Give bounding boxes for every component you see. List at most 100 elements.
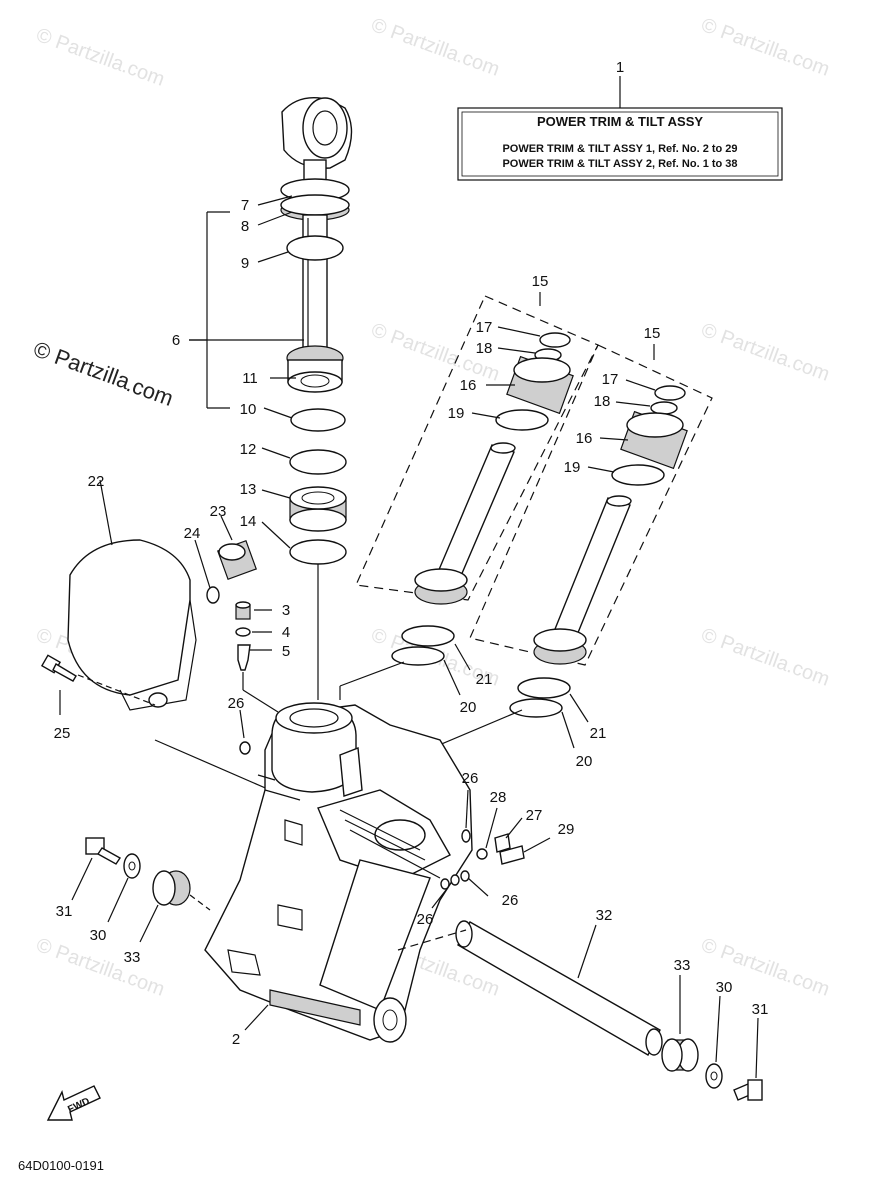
callout-20: 20 — [576, 753, 593, 770]
watermark: © Partzilla.com — [33, 24, 167, 91]
callout-leaders-small — [194, 515, 279, 739]
callout-26: 26 — [502, 892, 519, 909]
assembly-ref-line-1: POWER TRIM & TILT ASSY 1, Ref. No. 2 to … — [502, 143, 737, 155]
tilt-ram-part-6 — [280, 97, 353, 393]
o-ring-14 — [289, 539, 347, 565]
callout-19: 19 — [564, 459, 581, 476]
callout-bracket-7-11 — [189, 195, 304, 549]
o-ring-26 — [460, 870, 470, 882]
callout-30: 30 — [90, 927, 107, 944]
callout-11: 11 — [242, 370, 258, 387]
callout-5: 5 — [282, 643, 290, 660]
callout-21: 21 — [590, 725, 607, 742]
ring-21 — [517, 677, 571, 699]
callout-26: 26 — [417, 911, 434, 928]
callout-30: 30 — [716, 979, 733, 996]
callout-28: 28 — [490, 789, 507, 806]
callout-1: 1 — [616, 59, 624, 76]
callout-27: 27 — [526, 807, 543, 824]
o-ring-26 — [450, 874, 460, 886]
o-ring-24 — [206, 586, 220, 604]
callout-16: 16 — [576, 430, 593, 447]
bushing-23 — [217, 540, 257, 580]
valve-5 — [237, 644, 251, 671]
callout-17: 17 — [476, 319, 493, 336]
plug-29 — [499, 845, 525, 865]
o-ring-26 — [440, 878, 450, 890]
callout-7: 7 — [241, 197, 249, 214]
trim-ram-assembly-2 — [469, 344, 713, 666]
leader-2 — [244, 1004, 269, 1031]
callout-15: 15 — [532, 273, 549, 290]
callout-12: 12 — [240, 441, 257, 458]
watermark: © Partzilla.com — [33, 934, 167, 1001]
washer-30-right — [705, 995, 723, 1089]
callout-25: 25 — [54, 725, 71, 742]
callout-17: 17 — [602, 371, 619, 388]
callout-33: 33 — [124, 949, 141, 966]
assembly-title: POWER TRIM & TILT ASSY — [537, 114, 703, 129]
bolt-31-left — [71, 837, 122, 901]
callout-29: 29 — [558, 821, 575, 838]
ring-12 — [289, 449, 347, 475]
callout-14: 14 — [240, 513, 257, 530]
valve-3 — [235, 601, 251, 620]
callout-numbers: 1 2 3 4 5 6 7 8 9 10 11 12 13 14 15 15 1… — [54, 59, 769, 1048]
o-ring-20 — [509, 698, 563, 718]
callout-20: 20 — [460, 699, 477, 716]
o-ring-10 — [290, 408, 346, 432]
callout-8: 8 — [241, 218, 249, 235]
bushing-33-right — [661, 975, 699, 1072]
watermark-main-suffix: .com — [123, 371, 176, 411]
callout-22: 22 — [88, 473, 105, 490]
assembly-title-box: POWER TRIM & TILT ASSY POWER TRIM & TILT… — [457, 76, 783, 181]
callout-15: 15 — [644, 325, 661, 342]
callout-9: 9 — [241, 255, 249, 272]
watermark: © Partzilla.com — [368, 14, 502, 81]
fwd-direction-arrow: FWD — [46, 1085, 101, 1121]
o-ring-9 — [286, 235, 344, 261]
callout-13: 13 — [240, 481, 257, 498]
ring-21 — [401, 625, 455, 647]
trim-ram-assembly-1 — [355, 295, 599, 605]
callout-31: 31 — [752, 1001, 769, 1018]
pin-27 — [494, 833, 511, 853]
ball-28 — [476, 848, 488, 860]
assembly-ref-line-2: POWER TRIM & TILT ASSY 2, Ref. No. 1 to … — [502, 158, 737, 170]
cover-part-22 — [67, 479, 197, 711]
bolt-31-right — [733, 1017, 763, 1101]
callout-10: 10 — [240, 401, 257, 418]
callout-31: 31 — [56, 903, 73, 920]
callout-18: 18 — [594, 393, 611, 410]
shaft-32 — [455, 920, 663, 1056]
gland-13 — [289, 486, 347, 532]
callout-19: 19 — [448, 405, 465, 422]
callout-32: 32 — [596, 907, 613, 924]
bolt-25 — [40, 654, 77, 715]
washer-30-left — [107, 853, 141, 923]
callout-4: 4 — [282, 624, 290, 641]
diagram-code: 64D0100-0191 — [18, 1158, 104, 1173]
o-ring-26 — [239, 741, 251, 755]
callout-6: 6 — [172, 332, 180, 349]
o-ring-20 — [391, 646, 445, 666]
callout-18: 18 — [476, 340, 493, 357]
watermark-main: © Partzilla — [30, 336, 134, 394]
callout-21: 21 — [476, 671, 493, 688]
callout-3: 3 — [282, 602, 290, 619]
o-ring-4 — [235, 627, 251, 637]
callout-33: 33 — [674, 957, 691, 974]
callout-2: 2 — [232, 1031, 240, 1048]
watermark: © Partzilla.com — [698, 14, 832, 81]
watermark: © Partzilla.com — [698, 319, 832, 386]
o-ring-26 — [461, 829, 471, 843]
bushing-33-left — [139, 870, 211, 943]
watermark: © Partzilla.com — [698, 624, 832, 691]
cylinder-body-part-2 — [204, 702, 473, 1043]
callout-23: 23 — [210, 503, 227, 520]
callout-26: 26 — [462, 770, 479, 787]
callout-16: 16 — [460, 377, 477, 394]
callout-24: 24 — [184, 525, 201, 542]
callout-26: 26 — [228, 695, 245, 712]
